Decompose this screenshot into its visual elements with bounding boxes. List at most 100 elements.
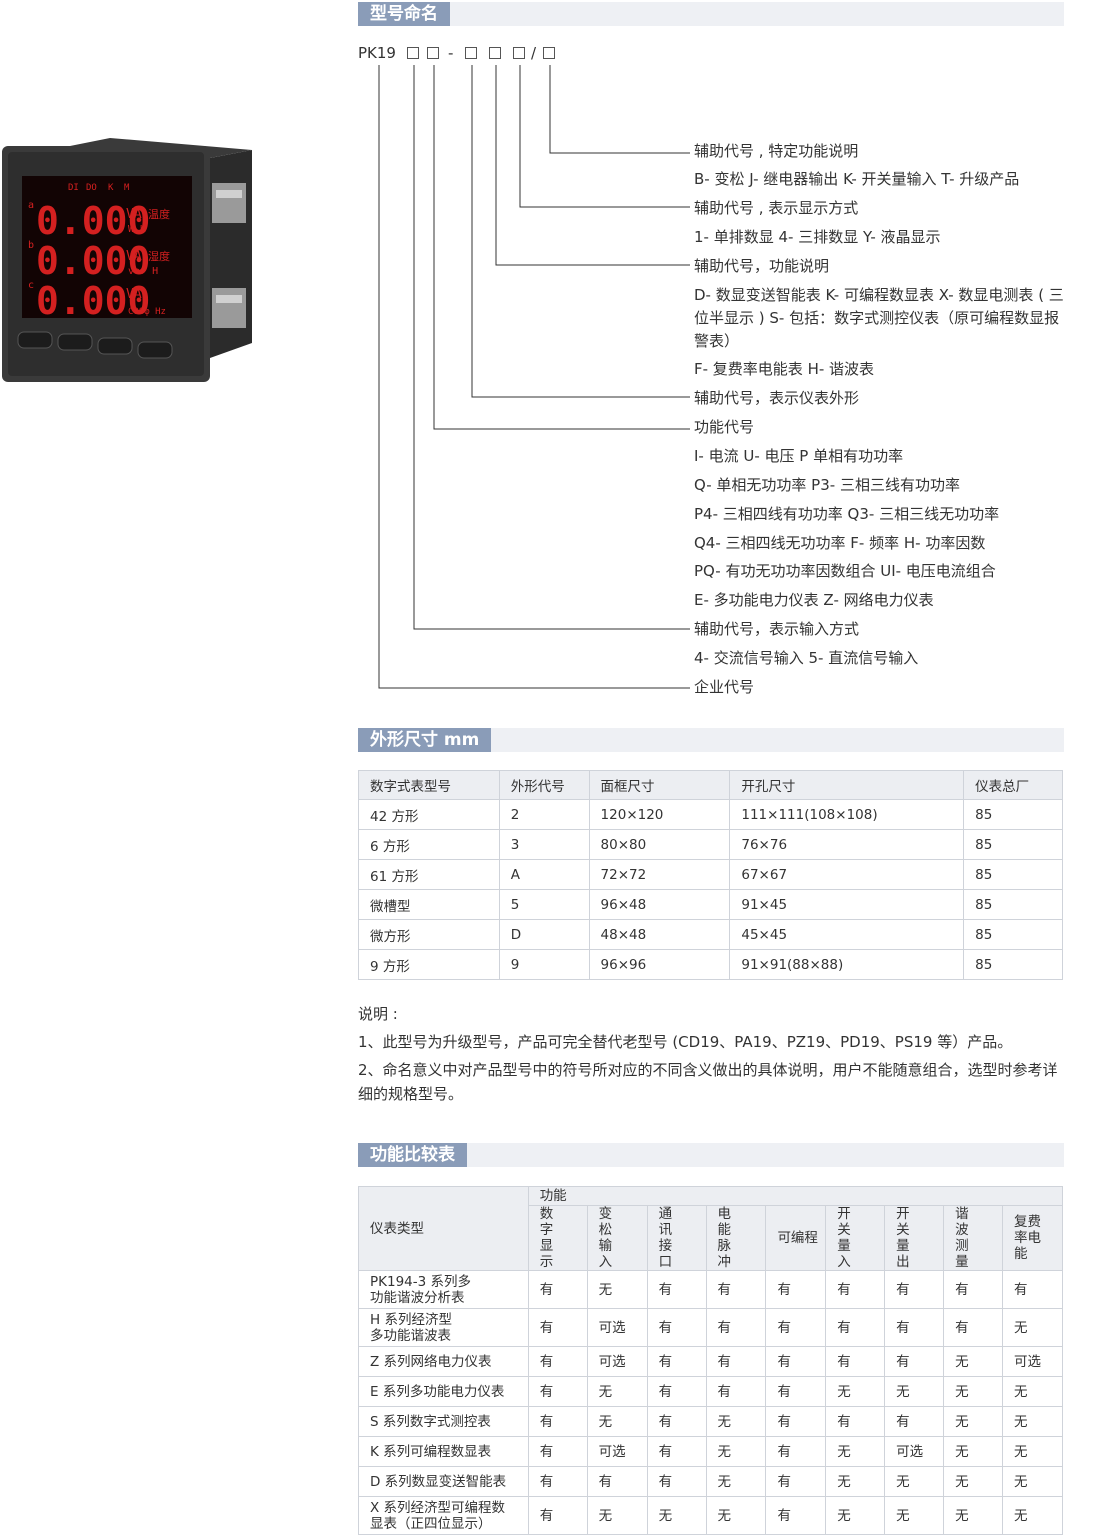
- table-cell: 无: [705, 1436, 767, 1467]
- table-cell: 72×72: [588, 859, 731, 890]
- table-cell: 有: [765, 1406, 827, 1437]
- table-cell: 有: [943, 1308, 1004, 1347]
- table-cell: 9 方形: [358, 949, 500, 980]
- table-cell: 76×76: [729, 829, 965, 860]
- table-cell: K 系列可编程数显表: [358, 1436, 529, 1467]
- table-cell: 无: [943, 1496, 1004, 1535]
- table-row: 微方形 D 48×48 45×45 85: [358, 919, 1063, 950]
- table-cell: 有: [765, 1346, 827, 1377]
- note-item: 1、此型号为升级型号，产品可完全替代老型号 (CD19、PA19、PZ19、PD…: [358, 1033, 1013, 1051]
- table-cell: 微槽型: [358, 889, 500, 920]
- table-cell: 无: [646, 1496, 707, 1535]
- table-row: X 系列经济型可编程数显表（正四位显示） 有 无 无 无 有 无 无 无 无: [358, 1496, 1063, 1535]
- code-dash: -: [448, 44, 454, 62]
- table-row: E 系列多功能电力仪表 有 无 有 有 有 无 无 无 无: [358, 1376, 1063, 1407]
- table-header: 面框尺寸: [588, 770, 731, 800]
- display-top-label: K: [108, 183, 114, 193]
- naming-label: 辅助代号，表示仪表外形: [694, 389, 860, 407]
- table-header: 复费率电能: [1002, 1205, 1063, 1271]
- meter-button: [97, 337, 133, 355]
- model-prefix: PK19: [358, 44, 396, 62]
- table-cell: 有: [705, 1346, 767, 1377]
- code-slash: /: [531, 44, 537, 62]
- table-cell: 96×96: [588, 949, 731, 980]
- table-cell: 无: [825, 1466, 886, 1497]
- table-row: Z 系列网络电力仪表 有 可选 有 有 有 有 有 无 可选: [358, 1346, 1063, 1377]
- display-extra: 湿度: [148, 249, 170, 263]
- table-cell: 9: [498, 949, 590, 980]
- dimensions-section-bar: 外形尺寸 mm: [358, 728, 1064, 752]
- code-box: [427, 47, 439, 59]
- display-unit: VA: [126, 287, 142, 302]
- table-row: 6 方形 3 80×80 76×76 85: [358, 829, 1063, 860]
- code-box: [489, 47, 501, 59]
- table-cell: 6 方形: [358, 829, 500, 860]
- table-cell: 无: [1002, 1496, 1063, 1535]
- table-header: 仪表类型: [358, 1186, 529, 1271]
- naming-label: 4- 交流信号输入 5- 直流信号输入: [694, 649, 919, 667]
- display-unit: VA: [126, 207, 142, 222]
- meter-button: [57, 333, 93, 351]
- table-row: D 系列数显变送智能表 有 有 有 无 有 无 无 无 无: [358, 1466, 1063, 1497]
- display-sub: var H: [128, 266, 158, 277]
- table-cell: 61 方形: [358, 859, 500, 890]
- table-header: 仪表总厂: [963, 770, 1063, 800]
- table-cell: 有: [646, 1376, 707, 1407]
- table-cell: 111×111(108×108): [729, 799, 965, 830]
- table-cell: 无: [943, 1466, 1004, 1497]
- table-header: 开关量入: [825, 1205, 886, 1271]
- comparison-section-title: 功能比较表: [358, 1143, 467, 1167]
- table-cell: 有: [765, 1436, 827, 1467]
- display-sub: COSφ Hz: [128, 307, 166, 317]
- table-cell: 无: [1002, 1436, 1063, 1467]
- table-cell: 有: [825, 1346, 886, 1377]
- naming-label: F- 复费率电能表 H- 谐波表: [694, 360, 875, 378]
- display-value: 0.000: [36, 199, 150, 243]
- table-cell: 无: [943, 1376, 1004, 1407]
- table-cell: 有: [527, 1376, 588, 1407]
- naming-label: 1- 单排数显 4- 三排数显 Y- 液晶显示: [694, 228, 941, 246]
- table-cell: E 系列多功能电力仪表: [358, 1376, 529, 1407]
- table-cell: X 系列经济型可编程数显表（正四位显示）: [358, 1496, 529, 1535]
- naming-label: Q- 单相无功功率 P3- 三相三线有功功率: [694, 476, 960, 494]
- naming-label: 辅助代号，功能说明: [694, 257, 830, 275]
- table-cell: 有: [646, 1436, 707, 1467]
- table-cell: 有: [765, 1466, 827, 1497]
- table-cell: 可选: [586, 1346, 648, 1377]
- table-cell: 有: [765, 1308, 827, 1347]
- table-header: 变松输入: [586, 1205, 648, 1271]
- naming-label: 功能代号: [694, 418, 755, 436]
- code-box: [543, 47, 555, 59]
- model-code: PK19: [358, 44, 396, 62]
- table-cell: PK194-3 系列多功能谐波分析表: [358, 1270, 529, 1309]
- table-cell: 3: [498, 829, 590, 860]
- table-cell: 有: [825, 1270, 886, 1309]
- table-cell: 无: [1002, 1466, 1063, 1497]
- naming-section-bar: 型号命名: [358, 2, 1064, 26]
- table-cell: Z 系列网络电力仪表: [358, 1346, 529, 1377]
- table-cell: 85: [963, 799, 1063, 830]
- table-cell: 有: [527, 1308, 588, 1347]
- table-cell: 可选: [586, 1436, 648, 1467]
- table-cell: 有: [884, 1308, 945, 1347]
- notes-block: 说明 : 1、此型号为升级型号，产品可完全替代老型号 (CD19、PA19、PZ…: [358, 1002, 1066, 1110]
- table-cell: 无: [825, 1496, 886, 1535]
- dimensions-table: 数字式表型号 外形代号 面框尺寸 开孔尺寸 仪表总厂 42 方形 2 120×1…: [358, 770, 1063, 980]
- table-cell: D: [498, 919, 590, 950]
- table-cell: 无: [943, 1406, 1004, 1437]
- display-value: 0.000: [36, 239, 150, 283]
- table-cell: 96×48: [588, 889, 731, 920]
- table-cell: 无: [884, 1466, 945, 1497]
- table-row: 42 方形 2 120×120 111×111(108×108) 85: [358, 799, 1063, 830]
- notes-heading: 说明 :: [358, 1005, 398, 1023]
- table-cell: 有: [825, 1308, 886, 1347]
- table-header: 谐波测量: [943, 1205, 1004, 1271]
- table-cell: 无: [884, 1376, 945, 1407]
- table-cell: S 系列数字式测控表: [358, 1406, 529, 1437]
- table-cell: 无: [586, 1496, 648, 1535]
- table-row: 微槽型 5 96×48 91×45 85: [358, 889, 1063, 920]
- naming-label: 辅助代号 , 表示显示方式: [694, 199, 859, 217]
- comparison-table: 仪表类型 功能 数字显示 变松输入 通讯接口 电能脉冲 可编程 开关量入 开关量…: [358, 1186, 1064, 1535]
- table-cell: 有: [527, 1270, 588, 1309]
- naming-label: E- 多功能电力仪表 Z- 网络电力仪表: [694, 591, 934, 609]
